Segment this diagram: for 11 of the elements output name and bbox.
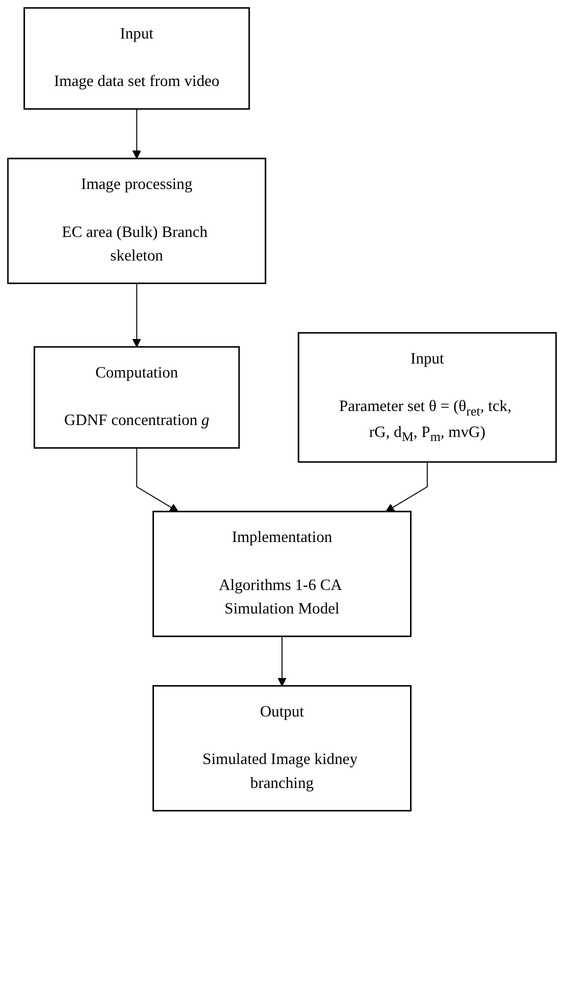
arrow [278,636,286,686]
arrow [136,447,178,512]
node-box: Output Simulated Image kidney branching [152,685,412,812]
arrow [132,282,142,348]
node-box: Implementation Algorithms 1-6 CA Simulation Model [152,510,412,638]
arrow [132,108,142,159]
arrow [386,461,428,512]
node-box: Input Parameter set θ = (θ$_{ret}$, tck, rG, d$_{M}$, P$_{m}$, mvG) [298,332,557,463]
node-box: Image processing EC area (Bulk) Branch skeleton [7,158,266,284]
node-box: Computation GDNF concentration g [34,346,240,449]
node-box: Input Image data set from video [24,7,250,110]
